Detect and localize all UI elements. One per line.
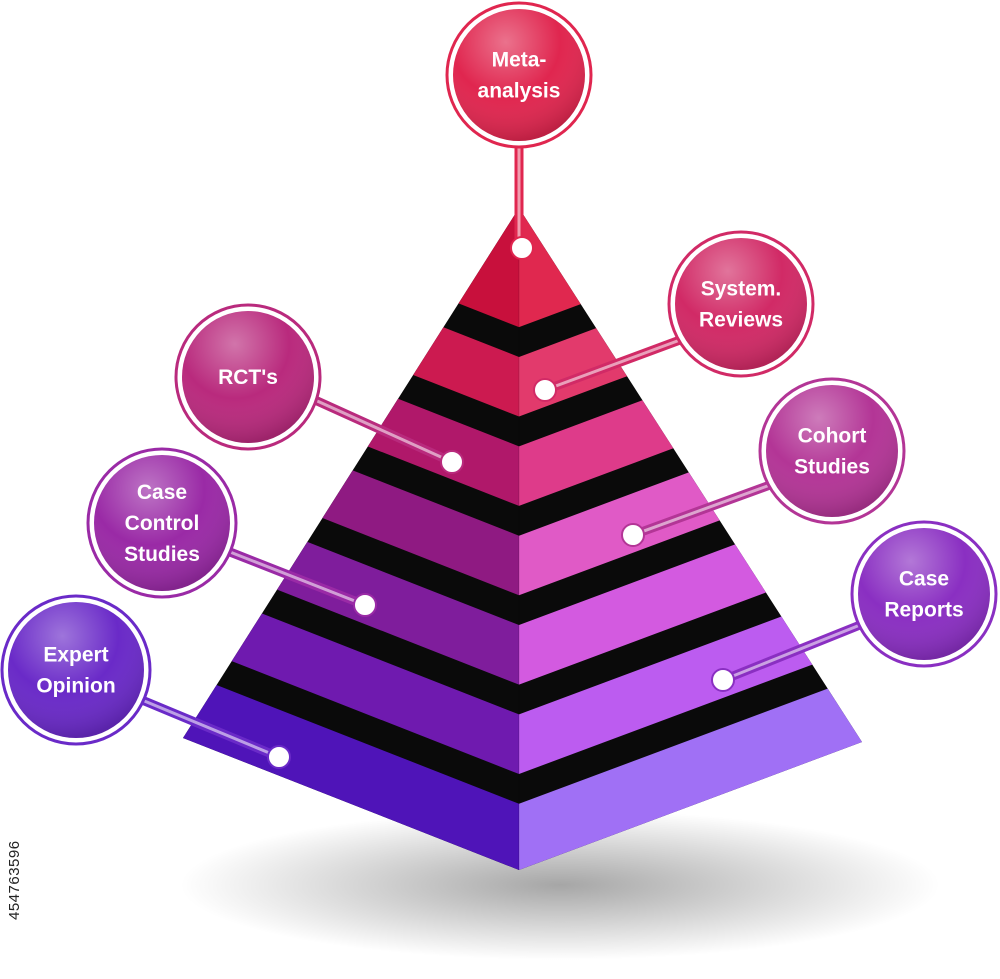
cohort-studies-label-line: Studies: [794, 456, 870, 479]
cohort-studies-anchor-dot: [621, 523, 645, 547]
case-control-studies-anchor-dot: [353, 593, 377, 617]
pyramid-tier-right-face: [519, 544, 766, 685]
pyramid-tier-right-face: [519, 688, 862, 870]
case-reports-anchor-dot: [711, 668, 735, 692]
connector-lines: [137, 142, 865, 769]
pyramid-tier-right-face: [519, 208, 581, 328]
rcts-bubble: RCT's: [174, 303, 322, 451]
meta-analysis-label-line: Meta-: [492, 49, 547, 72]
meta-analysis-bubble: Meta-analysis: [445, 1, 593, 149]
pyramid-tier-right-face: [519, 400, 674, 506]
pyramid-tier-left-face: [322, 470, 519, 596]
pyramid-tier-left-face: [183, 685, 519, 870]
pyramid-tier-left-face: [367, 398, 519, 506]
pyramid: [183, 208, 862, 870]
system-reviews-label-line: System.: [701, 278, 782, 301]
case-control-studies-label-line: Case: [137, 481, 187, 504]
pyramid-tier-left-face: [277, 541, 519, 685]
expert-opinion-anchor-dot: [267, 745, 291, 769]
cohort-studies-connector-highlight: [631, 483, 772, 537]
case-reports-label-line: Reports: [884, 599, 963, 622]
case-control-studies-label-line: Studies: [124, 543, 200, 566]
system-reviews-anchor-dot: [533, 378, 557, 402]
label-bubbles: Meta-analysisSystem.ReviewsRCT'sCohortSt…: [0, 1, 998, 746]
stock-id-text: 454763596: [6, 840, 23, 920]
pyramid-tier-left-face: [413, 327, 519, 417]
case-control-studies-connector-highlight: [228, 550, 367, 607]
case-reports-bubble-shine: [858, 528, 990, 660]
expert-opinion-label-line: Expert: [43, 644, 108, 667]
meta-analysis-anchor-dot: [510, 236, 534, 260]
stock-id-watermark: 454763596: [4, 740, 28, 920]
case-control-studies-label-line: Control: [125, 512, 200, 535]
system-reviews-bubble-shine: [675, 238, 807, 370]
case-reports-label-line: Case: [899, 568, 949, 591]
cohort-studies-bubble-shine: [766, 385, 898, 517]
pyramid-tier-right-face: [519, 472, 720, 596]
meta-analysis-bubble-shine: [453, 9, 585, 141]
pyramid-shadow: [180, 810, 940, 960]
system-reviews-connector-highlight: [543, 338, 682, 392]
system-reviews-label-line: Reviews: [699, 309, 783, 332]
meta-analysis-label-line: analysis: [478, 80, 561, 103]
system-reviews-bubble: System. Reviews: [667, 230, 815, 378]
pyramid-tier-left-face: [231, 613, 519, 775]
expert-opinion-bubble-shine: [8, 602, 144, 738]
cohort-studies-label-line: Cohort: [798, 425, 867, 448]
expert-opinion-connector-highlight: [140, 698, 281, 759]
case-control-studies-bubble-shine: [94, 455, 230, 591]
rcts-bubble-shine: [182, 311, 314, 443]
pyramid-tier-left-face: [458, 208, 519, 328]
rcts-connector-highlight: [313, 398, 454, 464]
expert-opinion-label-line: Opinion: [36, 675, 115, 698]
rcts-label-line: RCT's: [218, 366, 278, 389]
case-reports-connector-highlight: [721, 623, 862, 682]
pyramid-tier-right-face: [519, 616, 813, 775]
rcts-anchor-dot: [440, 450, 464, 474]
